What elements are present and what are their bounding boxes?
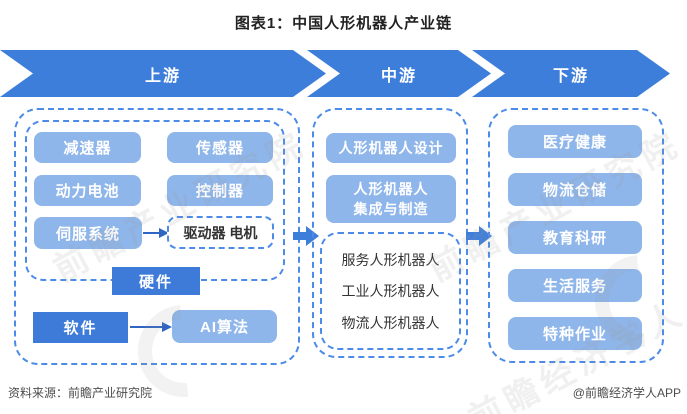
brand-note: @前瞻经济学人APP [572, 386, 681, 400]
banner-label-upstream: 上游 [144, 67, 181, 85]
box-controller: 控制器 [167, 175, 273, 206]
chevron-downstream-shape [472, 50, 670, 97]
source-note: 资料来源：前瞻产业研究院 [8, 386, 153, 400]
robot-type-service: 服务人形机器人 [341, 251, 440, 268]
hardware-label-box: 硬件 [112, 267, 200, 295]
box-robot-manufacture-line2: 集成与制造 [353, 201, 429, 217]
connector-arrow-icon [130, 322, 172, 332]
robot-types-group-box [320, 232, 461, 350]
downstream-container [488, 108, 664, 363]
box-logistics-warehouse: 物流仓储 [508, 173, 642, 206]
box-power-battery: 动力电池 [34, 175, 141, 206]
software-label-box: 软件 [33, 312, 128, 343]
box-education-research: 教育科研 [508, 221, 642, 254]
connector-arrow-icon [143, 228, 169, 238]
box-sensor: 传感器 [167, 132, 273, 163]
box-servo-system: 伺服系统 [34, 217, 142, 249]
banner-label-midstream: 中游 [380, 67, 417, 85]
chevron-banner [0, 50, 670, 97]
box-robot-manufacture-line1: 人形机器人 [353, 181, 429, 197]
chart-title: 图表1：中国人形机器人产业链 [234, 15, 453, 32]
box-medical-health: 医疗健康 [508, 125, 642, 158]
box-life-service: 生活服务 [508, 269, 642, 302]
robot-type-industrial: 工业人形机器人 [341, 283, 440, 299]
box-driver-motor: 驱动器 电机 [167, 216, 274, 249]
box-special-operations: 特种作业 [508, 317, 642, 350]
banner-label-downstream: 下游 [552, 67, 589, 85]
robot-type-logistics: 物流人形机器人 [341, 314, 440, 331]
robot-type-list: 服务人形机器人 工业人形机器人 物流人形机器人 [320, 238, 461, 344]
flow-arrow-icon [466, 226, 492, 246]
box-reducer: 减速器 [34, 132, 141, 163]
box-robot-manufacture: 人形机器人 集成与制造 [326, 175, 456, 223]
box-ai-algorithm: AI算法 [172, 310, 277, 343]
box-robot-design: 人形机器人设计 [326, 133, 456, 163]
chevron-midstream-shape [307, 50, 491, 97]
chevron-upstream-shape [0, 50, 326, 97]
